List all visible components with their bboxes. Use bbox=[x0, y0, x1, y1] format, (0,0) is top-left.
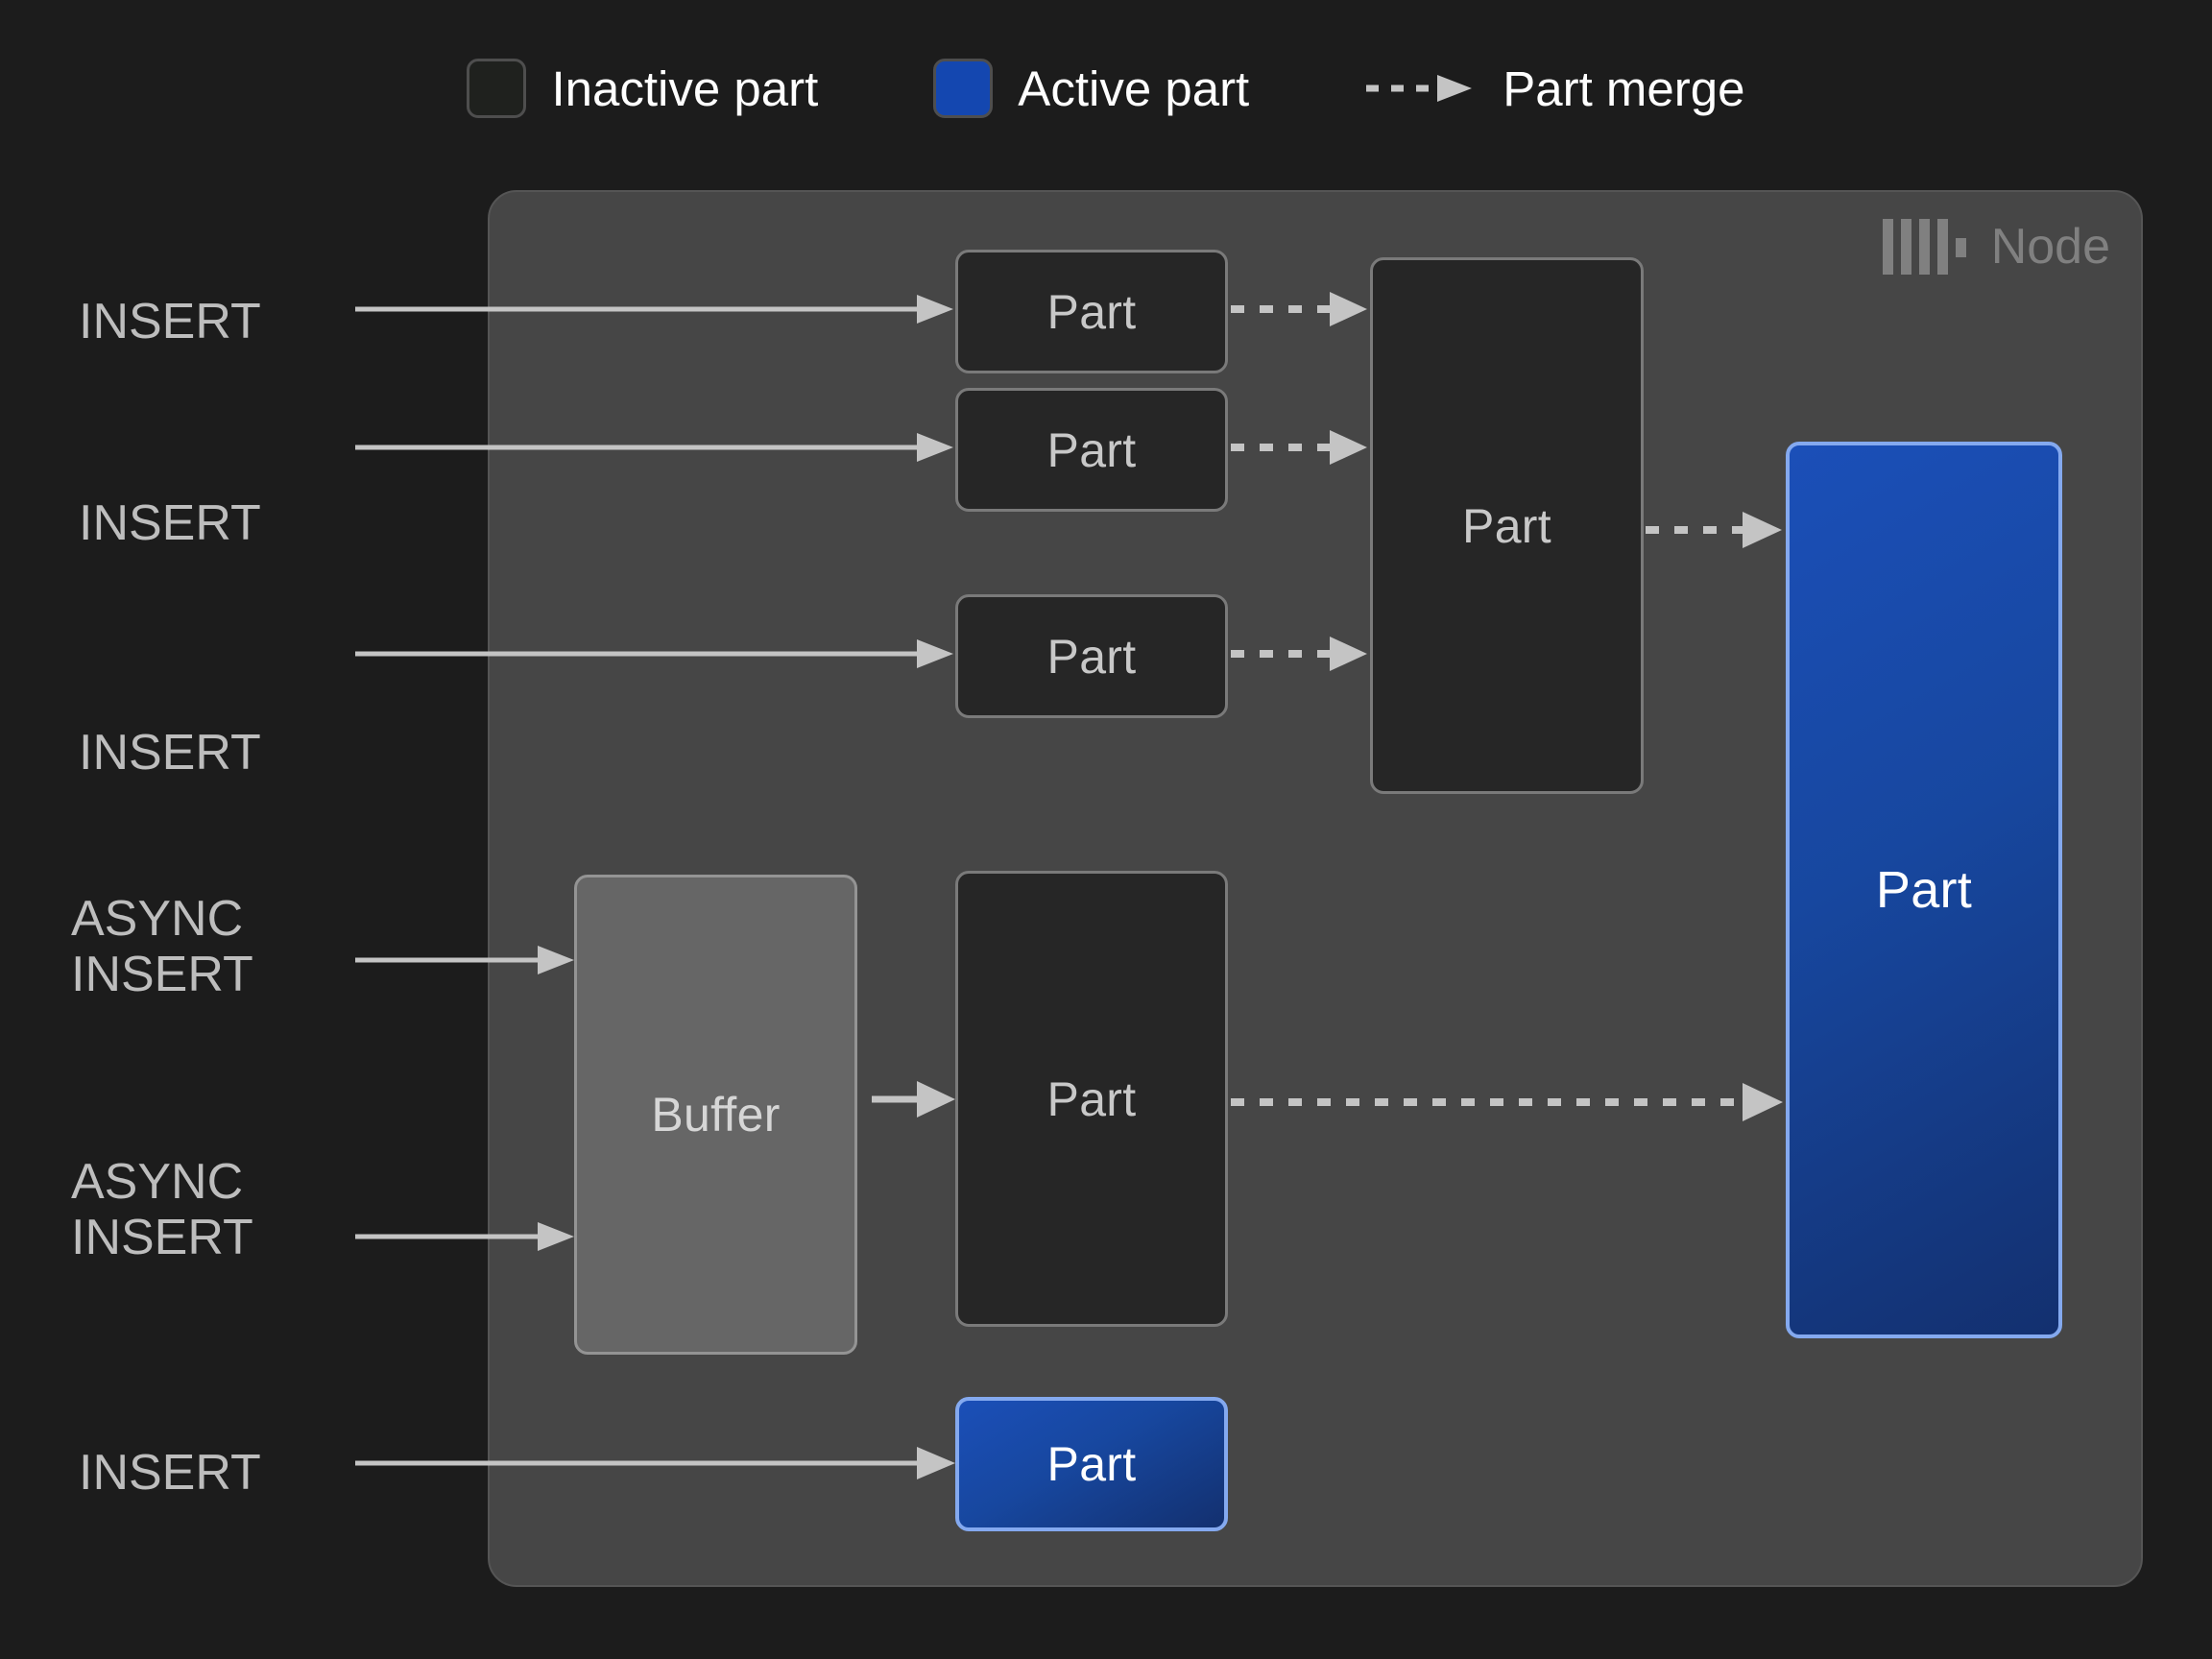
part-box-final-label: Part bbox=[1875, 861, 1973, 919]
part-box-a2[interactable]: Part bbox=[955, 388, 1228, 512]
part-box-buffered[interactable]: Part bbox=[955, 871, 1228, 1327]
part-box-a3-label: Part bbox=[1046, 629, 1137, 684]
input-label-insert-4: INSERT bbox=[79, 1445, 261, 1501]
input-label-insert-2: INSERT bbox=[79, 495, 261, 551]
dashed-arrow-icon bbox=[1364, 74, 1478, 103]
part-box-a3[interactable]: Part bbox=[955, 594, 1228, 718]
legend-label-active-part: Active part bbox=[1018, 60, 1250, 116]
node-badge: Node bbox=[1882, 219, 2110, 275]
input-label-insert-1: INSERT bbox=[79, 294, 261, 349]
input-label-async-insert-1: ASYNC INSERT bbox=[71, 891, 253, 1003]
part-box-merged[interactable]: Part bbox=[1370, 257, 1644, 794]
legend-label-inactive-part: Inactive part bbox=[551, 60, 819, 116]
part-box-buffered-label: Part bbox=[1046, 1071, 1137, 1126]
input-label-insert-3: INSERT bbox=[79, 725, 261, 781]
node-label: Node bbox=[1990, 219, 2110, 275]
part-box-direct-label: Part bbox=[1046, 1437, 1137, 1491]
legend-item-inactive-part: Inactive part bbox=[467, 59, 818, 118]
legend-label-part-merge: Part merge bbox=[1503, 60, 1745, 116]
active-part-swatch-icon bbox=[933, 59, 994, 118]
buffer-box[interactable]: Buffer bbox=[574, 875, 857, 1355]
legend-item-part-merge: Part merge bbox=[1364, 60, 1745, 116]
node-panel: Node Part Part Part Buffer Part Part Par… bbox=[488, 190, 2143, 1587]
part-box-a1-label: Part bbox=[1046, 284, 1137, 339]
legend-item-active-part: Active part bbox=[933, 59, 1249, 118]
part-box-merged-label: Part bbox=[1462, 498, 1551, 553]
clickhouse-logo-icon bbox=[1882, 219, 1966, 275]
input-label-async-insert-2: ASYNC INSERT bbox=[71, 1154, 253, 1266]
part-box-a2-label: Part bbox=[1046, 422, 1137, 477]
part-box-a1[interactable]: Part bbox=[955, 250, 1228, 373]
part-box-direct[interactable]: Part bbox=[955, 1397, 1228, 1531]
buffer-box-label: Buffer bbox=[651, 1088, 781, 1142]
inactive-part-swatch-icon bbox=[467, 59, 527, 118]
part-box-final[interactable]: Part bbox=[1786, 442, 2062, 1338]
legend: Inactive part Active part Part merge bbox=[0, 46, 2212, 131]
